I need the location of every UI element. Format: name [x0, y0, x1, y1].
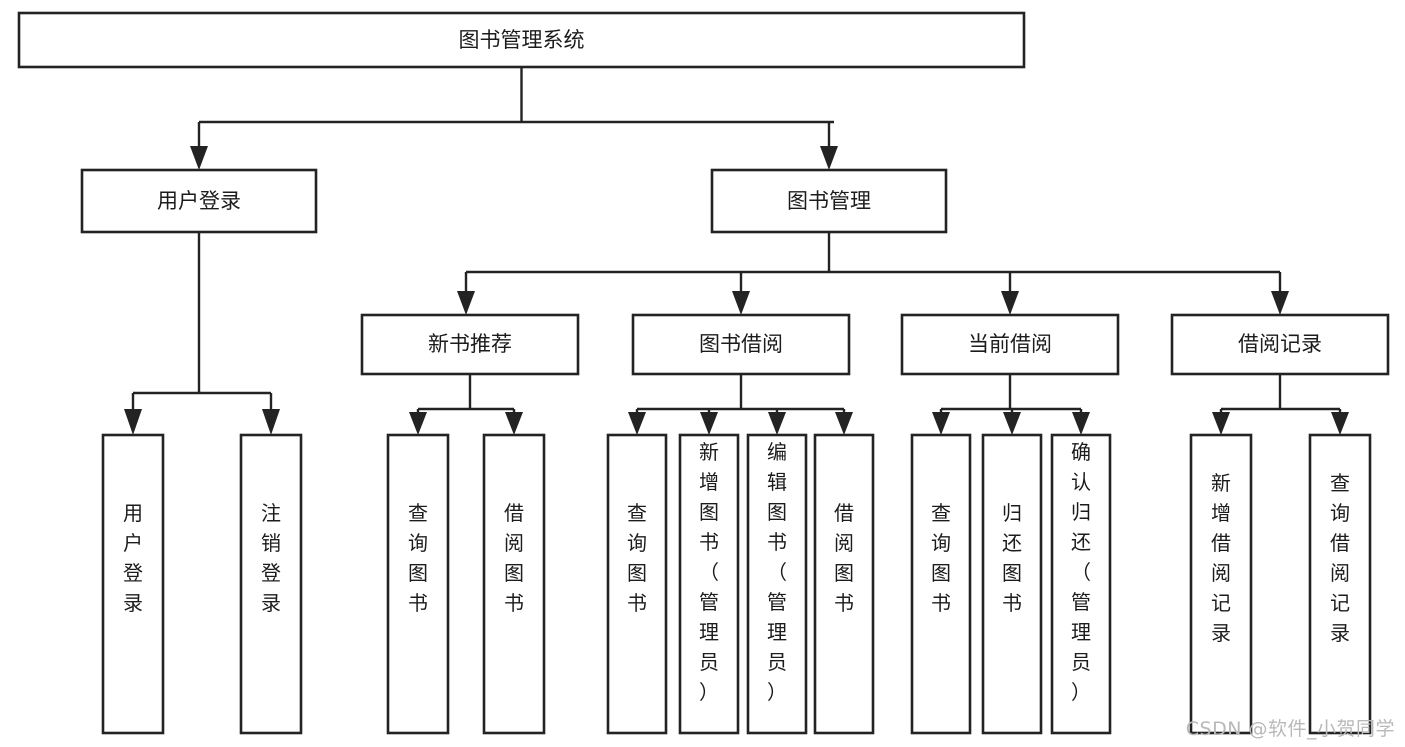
leaf-borrow-query-rect[interactable] [606, 433, 668, 735]
node-book-borrow[interactable]: 图书借阅 [631, 313, 851, 376]
leaf-newbook-borrow-label: 借阅图书 [504, 501, 524, 615]
node-book-management-rect[interactable] [710, 168, 948, 234]
leaf-logout[interactable]: 注销登录 [239, 433, 303, 735]
node-root[interactable]: 图书管理系统 [17, 11, 1026, 69]
leaf-newbook-query[interactable]: 查询图书 [386, 433, 450, 735]
arrow-to-current-confirm [1072, 412, 1090, 435]
node-new-book-recommend-rect[interactable] [360, 313, 580, 376]
leaf-current-confirm-label: 确认归还（管理员） [1071, 440, 1091, 704]
leaf-record-query-rect[interactable] [1308, 433, 1372, 735]
arrow-to-current-return [1003, 412, 1021, 435]
node-user-login-label: 用户登录 [157, 189, 241, 213]
leaf-borrow-edit-rect[interactable] [746, 433, 808, 735]
leaf-borrow-edit-label: 编辑图书（管理员） [767, 440, 787, 704]
node-book-management[interactable]: 图书管理 [710, 168, 948, 234]
node-book-borrow-label: 图书借阅 [699, 332, 783, 356]
leaf-user-login-label: 用户登录 [123, 501, 143, 615]
leaf-current-return-rect[interactable] [981, 433, 1043, 735]
leaf-newbook-query-rect[interactable] [386, 433, 450, 735]
leaf-current-query-rect[interactable] [910, 433, 972, 735]
leaf-user-login-rect[interactable] [101, 433, 165, 735]
node-new-book-recommend[interactable]: 新书推荐 [360, 313, 580, 376]
leaf-borrow-add[interactable]: 新增图书（管理员） [678, 433, 740, 735]
leaf-newbook-query-label: 查询图书 [408, 501, 428, 615]
arrow-to-record [1271, 291, 1289, 315]
leaf-borrow-lend-label: 借阅图书 [834, 501, 854, 615]
leaf-borrow-query[interactable]: 查询图书 [606, 433, 668, 735]
arrow-to-current-query [932, 412, 950, 435]
connector-group [124, 67, 1349, 435]
node-borrow-record-label: 借阅记录 [1238, 332, 1322, 356]
arrow-to-record-query [1331, 412, 1349, 435]
leaf-logout-label: 注销登录 [261, 501, 281, 615]
node-user-login[interactable]: 用户登录 [80, 168, 318, 234]
leaf-current-return-label: 归还图书 [1002, 501, 1022, 615]
node-borrow-record[interactable]: 借阅记录 [1170, 313, 1390, 376]
leaf-record-query[interactable]: 查询借阅记录 [1308, 433, 1372, 735]
arrow-to-book-mgmt [820, 146, 838, 170]
csdn-watermark: CSDN @软件_小贺同学 [1185, 718, 1395, 740]
leaf-record-add[interactable]: 新增借阅记录 [1189, 433, 1253, 735]
arrow-to-newbook-query [409, 412, 427, 435]
leaf-borrow-add-rect[interactable] [678, 433, 740, 735]
node-current-borrow[interactable]: 当前借阅 [900, 313, 1120, 376]
leaf-record-add-rect[interactable] [1189, 433, 1253, 735]
leaf-borrow-query-label: 查询图书 [627, 501, 647, 615]
node-new-book-recommend-label: 新书推荐 [428, 332, 512, 356]
node-current-borrow-rect[interactable] [900, 313, 1120, 376]
leaf-borrow-lend[interactable]: 借阅图书 [813, 433, 875, 735]
leaf-newbook-borrow[interactable]: 借阅图书 [482, 433, 546, 735]
arrow-to-user-login [190, 146, 208, 170]
arrow-to-newbook [457, 291, 475, 315]
arrow-to-newbook-borrow [505, 412, 523, 435]
node-root-label: 图书管理系统 [459, 28, 585, 52]
leaf-borrow-add-label: 新增图书（管理员） [699, 440, 719, 704]
node-book-management-label: 图书管理 [787, 189, 871, 213]
leaf-borrow-edit[interactable]: 编辑图书（管理员） [746, 433, 808, 735]
leaf-current-query-label: 查询图书 [931, 501, 951, 615]
node-current-borrow-label: 当前借阅 [968, 332, 1052, 356]
leaf-logout-rect[interactable] [239, 433, 303, 735]
leaf-record-query-label: 查询借阅记录 [1330, 471, 1350, 645]
leaf-borrow-lend-rect[interactable] [813, 433, 875, 735]
leaf-current-return[interactable]: 归还图书 [981, 433, 1043, 735]
arrow-to-borrow-lend [835, 412, 853, 435]
node-book-borrow-rect[interactable] [631, 313, 851, 376]
arrow-to-borrow-query [628, 412, 646, 435]
leaf-newbook-borrow-rect[interactable] [482, 433, 546, 735]
node-user-login-rect[interactable] [80, 168, 318, 234]
arrow-to-current [1001, 291, 1019, 315]
leaf-current-confirm[interactable]: 确认归还（管理员） [1050, 433, 1112, 735]
arrow-to-borrow [732, 291, 750, 315]
arrow-to-record-add [1212, 412, 1230, 435]
leaf-user-login[interactable]: 用户登录 [101, 433, 165, 735]
leaf-current-confirm-rect[interactable] [1050, 433, 1112, 735]
node-root-rect[interactable] [17, 11, 1026, 69]
arrow-to-borrow-add [700, 412, 718, 435]
leaf-current-query[interactable]: 查询图书 [910, 433, 972, 735]
node-borrow-record-rect[interactable] [1170, 313, 1390, 376]
arrow-to-borrow-edit [768, 412, 786, 435]
leaf-record-add-label: 新增借阅记录 [1211, 471, 1231, 645]
arrow-to-leaf-logout [262, 409, 280, 435]
arrow-to-leaf-user-login [124, 409, 142, 435]
